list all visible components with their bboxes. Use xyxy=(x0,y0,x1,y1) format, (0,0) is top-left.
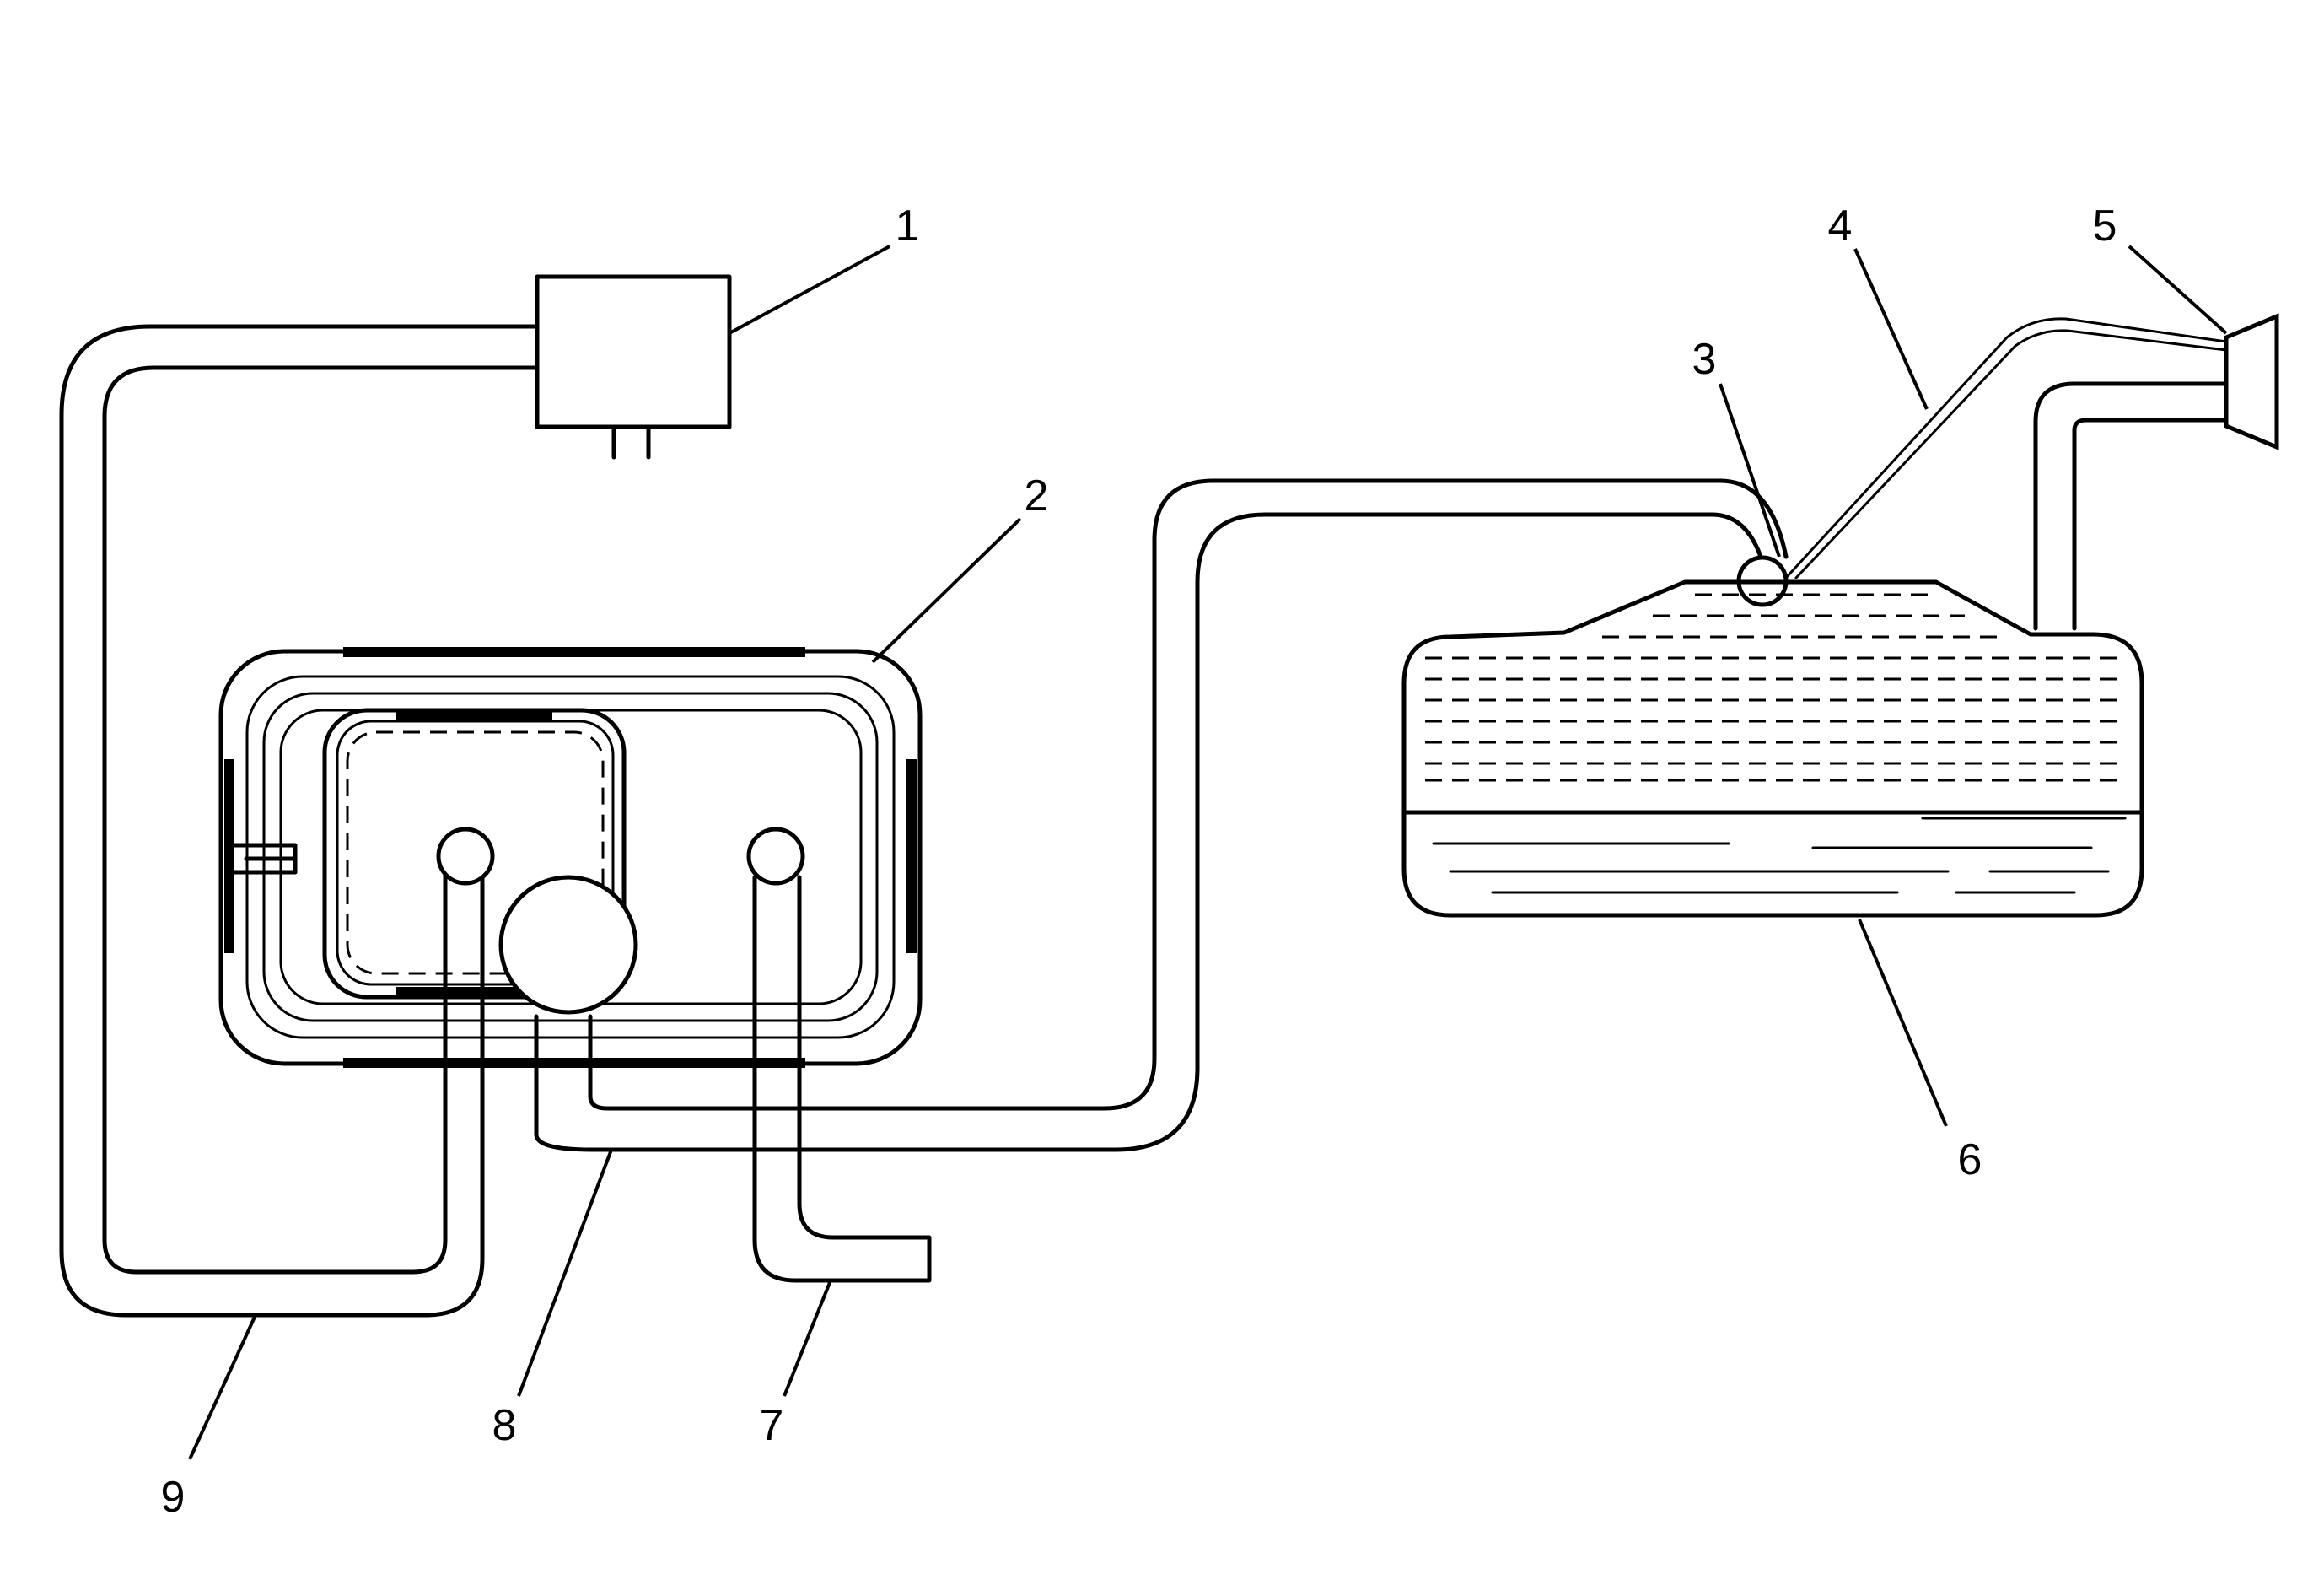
leader-9 xyxy=(188,1314,257,1460)
tube-4 xyxy=(1784,317,2228,579)
callout-6: 6 xyxy=(1958,1135,1982,1184)
pipe-7 xyxy=(752,875,932,1283)
leader-6 xyxy=(1858,919,1948,1127)
purge-valve xyxy=(498,875,638,1015)
leader-2 xyxy=(871,517,1022,664)
callout-9: 9 xyxy=(161,1473,186,1522)
canister-port-right xyxy=(746,827,805,886)
component-5-filler-cap xyxy=(2033,313,2279,631)
pipe-8 xyxy=(534,478,1789,1152)
callout-7: 7 xyxy=(760,1401,784,1450)
leader-1 xyxy=(729,245,890,335)
leader-4 xyxy=(1853,248,1929,410)
component-2-canister xyxy=(218,647,923,1068)
canister-port-left xyxy=(436,827,495,886)
callout-5: 5 xyxy=(2093,202,2117,251)
callout-1: 1 xyxy=(896,202,920,251)
callout-2: 2 xyxy=(1025,472,1049,520)
callout-3: 3 xyxy=(1692,335,1717,384)
leader-7 xyxy=(783,1280,832,1397)
leader-3 xyxy=(1719,383,1781,558)
callout-8: 8 xyxy=(492,1401,517,1450)
component-6-fuel-tank xyxy=(1401,579,2144,918)
callout-4: 4 xyxy=(1828,202,1853,251)
leader-8 xyxy=(517,1149,613,1397)
pipe-9 xyxy=(59,324,540,1318)
leader-5 xyxy=(2128,245,2228,335)
component-1-valve xyxy=(535,274,732,460)
